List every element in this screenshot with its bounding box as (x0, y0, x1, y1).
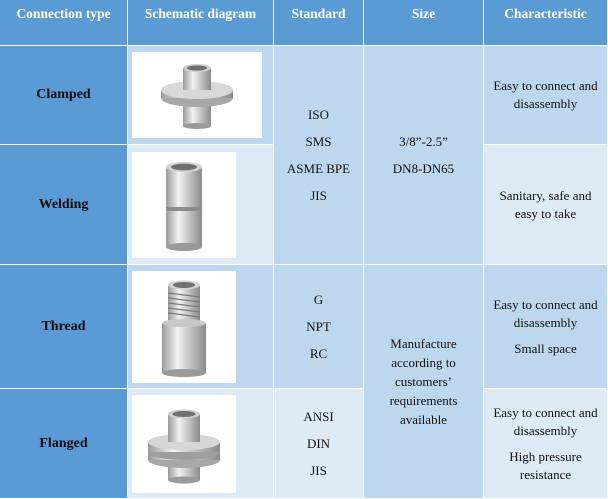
connection-type-cell: Thread (0, 265, 128, 389)
header-row: Connection type Schematic diagram Standa… (0, 0, 608, 46)
size-group-1: 3/8”-2.5” DN8-DN65 (364, 46, 484, 265)
table-row: Clamped (0, 46, 608, 265)
header-standard: Standard (274, 0, 364, 46)
characteristic-item: Small space (514, 340, 577, 356)
diagram-cell (128, 145, 274, 265)
characteristic-cell: Easy to connect and disassembly High pre… (484, 389, 608, 499)
characteristic-item: High pressure resistance (509, 448, 582, 482)
characteristic-cell: Sanitary, safe and easy to take (484, 145, 608, 265)
header-characteristic: Characteristic (484, 0, 608, 46)
table-row: Flanged (0, 389, 608, 499)
characteristic-item: Easy to connect and disassembly (493, 296, 598, 330)
header-connection-type: Connection type (0, 0, 128, 46)
table-row: Thread (0, 265, 608, 499)
standard-item: G (313, 292, 324, 307)
standard-item: SMS (305, 134, 332, 149)
standard-item: ASME BPE (286, 161, 351, 176)
size-item: Manufacture according to customers’ requ… (389, 336, 458, 427)
standard-item: ANSI (303, 409, 334, 424)
diagram-cell (128, 265, 274, 389)
characteristic-cell: Easy to connect and disassembly Small sp… (484, 265, 608, 389)
diagram-cell (128, 389, 274, 499)
connection-type-cell: Clamped (0, 46, 128, 145)
standard-item: JIS (310, 463, 327, 478)
thread-fitting-icon (162, 280, 206, 377)
characteristic-item: Sanitary, safe and easy to take (499, 187, 592, 221)
standard-group-2: G NPT RC (274, 265, 364, 389)
characteristic-item: Easy to connect and disassembly (493, 78, 598, 111)
diagram-cell (128, 46, 274, 145)
characteristic-item: Easy to connect and disassembly (493, 404, 598, 438)
size-group-2: Manufacture according to customers’ requ… (364, 265, 484, 499)
header-size: Size (364, 0, 484, 46)
standard-group-3: ANSI DIN JIS (274, 389, 364, 499)
size-item: DN8-DN65 (392, 161, 455, 176)
standard-item: DIN (306, 436, 331, 451)
flange-fitting-icon (148, 409, 220, 483)
weld-fitting-icon (166, 161, 202, 251)
header-schematic-diagram: Schematic diagram (128, 0, 274, 46)
standard-group-1: ISO SMS ASME BPE JIS (274, 46, 364, 265)
table-row: Welding (0, 145, 608, 265)
connection-type-cell: Welding (0, 145, 128, 265)
clamp-fitting-icon (161, 64, 233, 129)
size-item: 3/8”-2.5” (399, 134, 448, 149)
standard-item: RC (309, 346, 328, 361)
connection-type-cell: Flanged (0, 389, 128, 499)
standard-item: JIS (310, 188, 327, 203)
standard-item: ISO (308, 107, 329, 122)
standard-item: NPT (306, 319, 331, 334)
characteristic-cell: Easy to connect and disassembly (484, 46, 608, 145)
